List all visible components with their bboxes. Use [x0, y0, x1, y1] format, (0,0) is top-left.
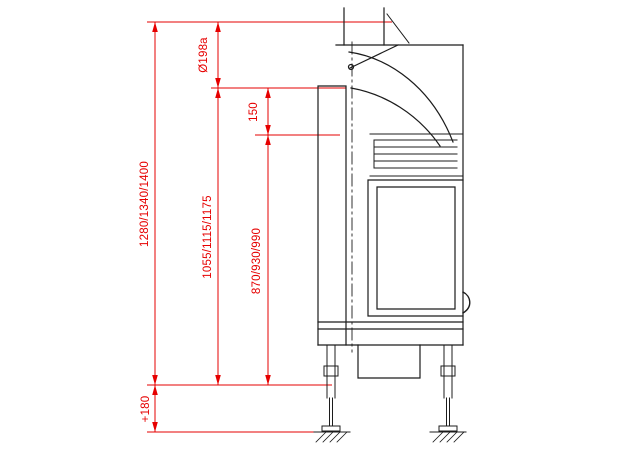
glass-door-frame	[367, 179, 464, 317]
label-total-height: 1280/1340/1400	[139, 161, 151, 247]
dimension-labels: Ø198a 1280/1340/1400 1055/1115/1175 150 …	[139, 37, 263, 423]
smoke-dome-curves	[348, 51, 454, 147]
louvre-grille	[369, 133, 464, 177]
flue-bracket	[386, 13, 410, 44]
dimension-lines	[147, 21, 392, 433]
back-panel	[317, 85, 347, 346]
label-lower-height: 870/930/990	[251, 228, 263, 294]
left-leg	[321, 344, 341, 432]
damper-pivot	[347, 63, 355, 71]
flue-pipe	[343, 7, 385, 46]
label-foot-adjustment: +180	[140, 396, 152, 423]
label-mid-height: 1055/1115/1175	[202, 195, 214, 278]
base-section	[317, 321, 464, 346]
plinth-box	[357, 344, 421, 379]
right-leg	[438, 344, 458, 432]
fireplace-drawing	[313, 7, 471, 443]
label-upper-gap: 150	[248, 102, 260, 122]
damper-flap	[349, 44, 399, 69]
extension-lines	[147, 21, 392, 433]
floor-hatching	[315, 431, 465, 443]
label-flue-diameter: Ø198a	[198, 37, 210, 73]
door-handle	[462, 291, 471, 314]
